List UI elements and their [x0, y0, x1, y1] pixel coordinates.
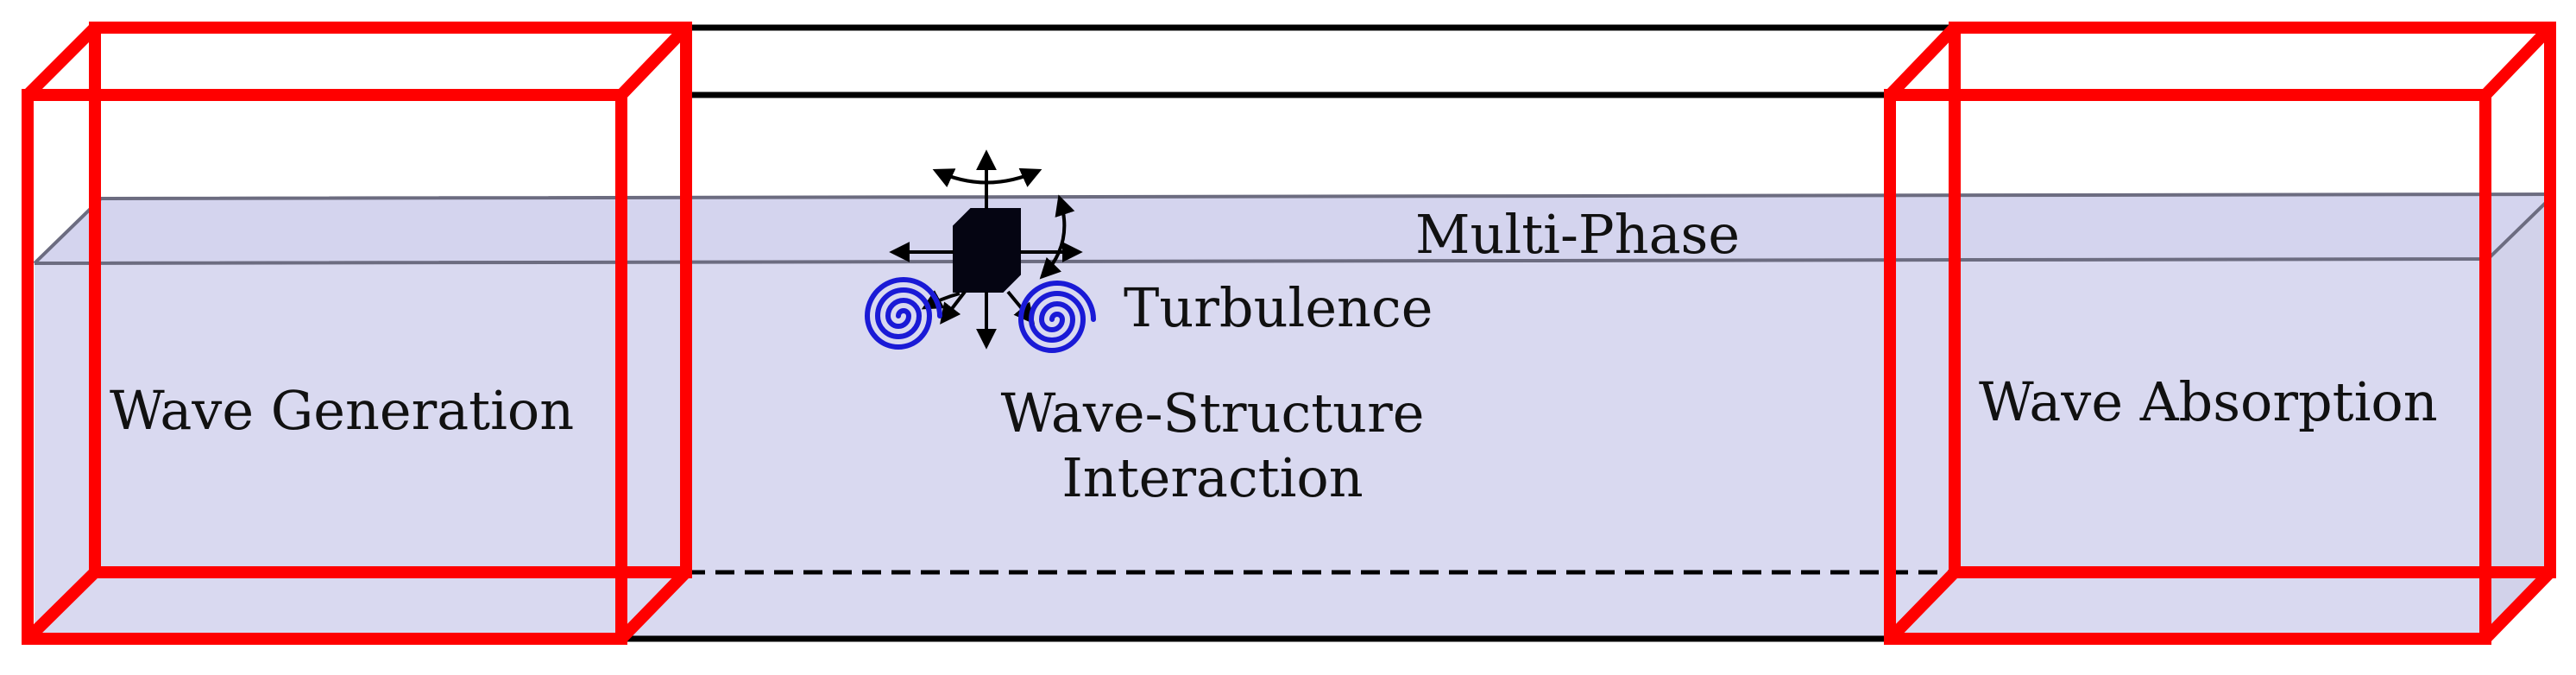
pitch-rotation-arrow-icon: [1039, 194, 1075, 280]
wave-absorption-label: Wave Absorption: [1979, 370, 2438, 433]
wave-structure-interaction-label-line2: Interaction: [1061, 446, 1363, 509]
wave-absorption-front-face: [1884, 89, 2491, 645]
turbulence-label: Turbulence: [1124, 276, 1433, 339]
multi-phase-label: Multi-Phase: [1415, 203, 1740, 266]
water-front-face: [35, 259, 2488, 639]
tank-outline: [621, 24, 1955, 642]
cube-icon: [953, 208, 1021, 293]
wave-absorption-back-face: [1949, 22, 2556, 578]
turbulence-vortices: [864, 277, 1096, 353]
diagonal-arrow-right-icon: [1006, 290, 1036, 325]
water-volume: [33, 192, 2556, 639]
wave-generation-zone: [22, 22, 692, 645]
floating-structure: [889, 149, 1083, 350]
spiral-icon-left: [864, 277, 942, 350]
yaw-rotation-arrow-icon: [932, 167, 1042, 187]
spiral-icon-right: [1017, 281, 1096, 353]
diagonal-arrow-left-icon: [940, 290, 967, 325]
wave-generation-front-face: [22, 89, 627, 645]
wave-generation-label: Wave Generation: [110, 379, 574, 442]
water-right-face: [2488, 194, 2554, 639]
water-top-surface: [35, 194, 2554, 263]
wave-absorption-zone: [1884, 22, 2556, 645]
wave-generation-back-face: [89, 22, 692, 578]
wave-structure-interaction-label-line1: Wave-Structure: [1001, 382, 1425, 445]
